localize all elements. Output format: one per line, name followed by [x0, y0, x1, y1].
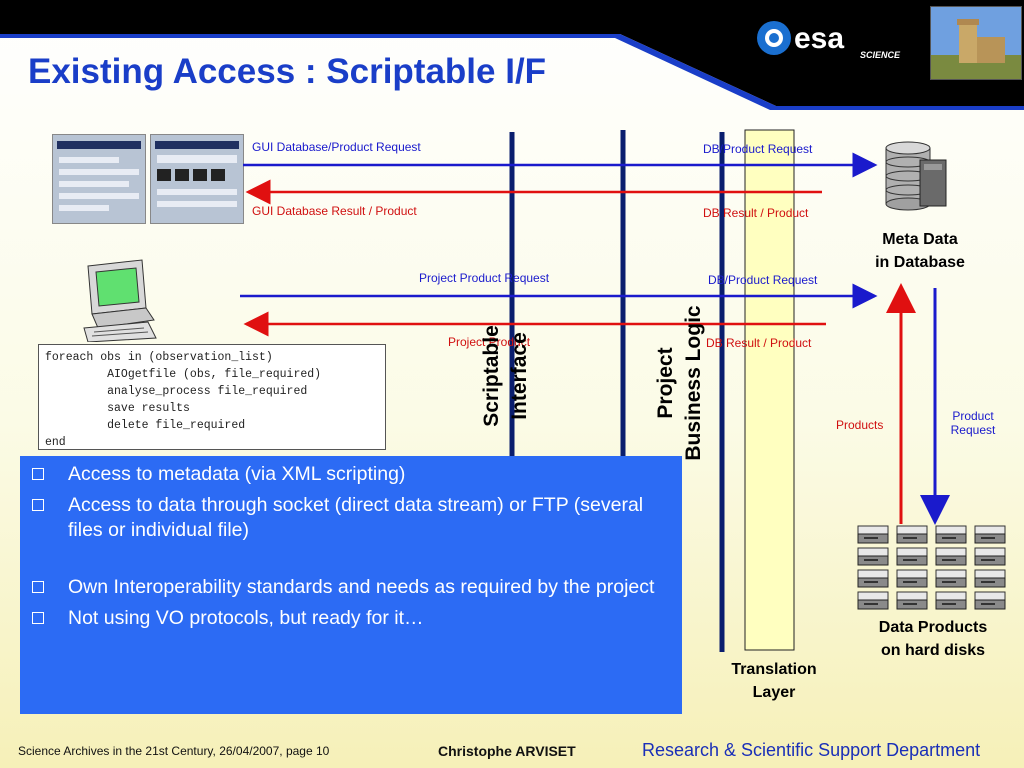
scriptable-interface-label: Scriptable Interface: [478, 306, 538, 446]
translation-layer-box: [744, 129, 795, 651]
gui-screenshot-2: [150, 134, 244, 224]
data-products-line1: Data Products: [878, 619, 988, 636]
gui-screenshot-1: [52, 134, 146, 224]
project-request-label: Project Product Request: [419, 271, 550, 285]
meta-data-label: Meta Data in Database: [860, 228, 980, 274]
scriptable-line1: Scriptable: [480, 325, 503, 427]
scriptable-line2: Interface: [508, 332, 531, 420]
project-product-label: Project Product: [448, 335, 531, 349]
hard-disk: [974, 525, 1006, 544]
hard-disk: [857, 525, 889, 544]
logo-text: esa: [794, 22, 844, 55]
translation-line2: Layer: [752, 684, 796, 701]
castle-photo: [930, 6, 1022, 80]
bullet-item: Own Interoperability standards and needs…: [32, 575, 674, 600]
hard-disk: [896, 569, 928, 588]
hard-disk: [974, 547, 1006, 566]
translation-layer-label: Translation Layer: [714, 658, 834, 704]
data-products-label: Data Products on hard disks: [858, 616, 1008, 662]
bullet-box: Access to metadata (via XML scripting) A…: [20, 456, 682, 714]
products-label: Products: [836, 418, 884, 432]
product-request-line2: Request: [950, 423, 996, 437]
bullet-item: Access to data through socket (direct da…: [32, 493, 674, 543]
project-line1: Project: [654, 347, 677, 419]
hard-disk: [857, 569, 889, 588]
computer-icon: [78, 258, 158, 343]
hard-disk: [896, 547, 928, 566]
code-line: delete file_required: [45, 419, 246, 432]
slide-title: Existing Access : Scriptable I/F: [28, 52, 547, 91]
hard-disk: [935, 547, 967, 566]
code-line: foreach obs in (observation_list): [45, 351, 273, 364]
hard-disk: [974, 591, 1006, 610]
hard-disk: [935, 525, 967, 544]
footer-author: Christophe ARVISET: [438, 743, 576, 759]
hard-disk: [896, 525, 928, 544]
project-line2: Business Logic: [682, 305, 705, 461]
meta-data-line1: Meta Data: [882, 231, 958, 248]
checkbox-bullet-icon: [32, 499, 44, 511]
checkbox-bullet-icon: [32, 612, 44, 624]
footer-department: Research & Scientific Support Department: [642, 740, 981, 760]
hard-disk: [896, 591, 928, 610]
checkbox-bullet-icon: [32, 468, 44, 480]
hard-disk: [857, 591, 889, 610]
code-line: end: [45, 436, 66, 449]
business-logic-label: Project Business Logic: [652, 293, 712, 473]
code-line: analyse_process file_required: [45, 385, 308, 398]
code-line: AIOgetfile (obs, file_required): [45, 368, 322, 381]
bullet-item: Access to metadata (via XML scripting): [32, 462, 674, 487]
hard-disk: [935, 569, 967, 588]
logo-subtext: SCIENCE: [860, 50, 901, 60]
esa-logo: esa SCIENCE: [750, 14, 920, 64]
hard-disk: [857, 547, 889, 566]
product-request-line1: Product: [952, 409, 994, 423]
hard-disks-icon: [856, 524, 1008, 612]
hard-disk: [935, 591, 967, 610]
gui-result-label: GUI Database Result / Product: [252, 204, 417, 218]
product-request-label: Product Request: [946, 409, 1000, 437]
database-icon: [878, 140, 956, 212]
db-result-label-1: DB Result / Product: [703, 206, 809, 220]
footer-citation: Science Archives in the 21st Century, 26…: [18, 744, 330, 758]
script-code-box: foreach obs in (observation_list) AIOget…: [38, 344, 386, 450]
checkbox-bullet-icon: [32, 581, 44, 593]
meta-data-line2: in Database: [875, 254, 965, 271]
db-result-label-2: DB Result / Product: [706, 336, 812, 350]
bullet-item: Not using VO protocols, but ready for it…: [32, 606, 674, 631]
db-request-label-1: DB/Product Request: [703, 142, 813, 156]
hard-disk: [974, 569, 1006, 588]
translation-line1: Translation: [731, 661, 817, 678]
db-request-label-2: DB/Product Request: [708, 273, 818, 287]
data-products-line2: on hard disks: [880, 642, 986, 659]
code-line: save results: [45, 402, 190, 415]
gui-request-label: GUI Database/Product Request: [252, 140, 421, 154]
